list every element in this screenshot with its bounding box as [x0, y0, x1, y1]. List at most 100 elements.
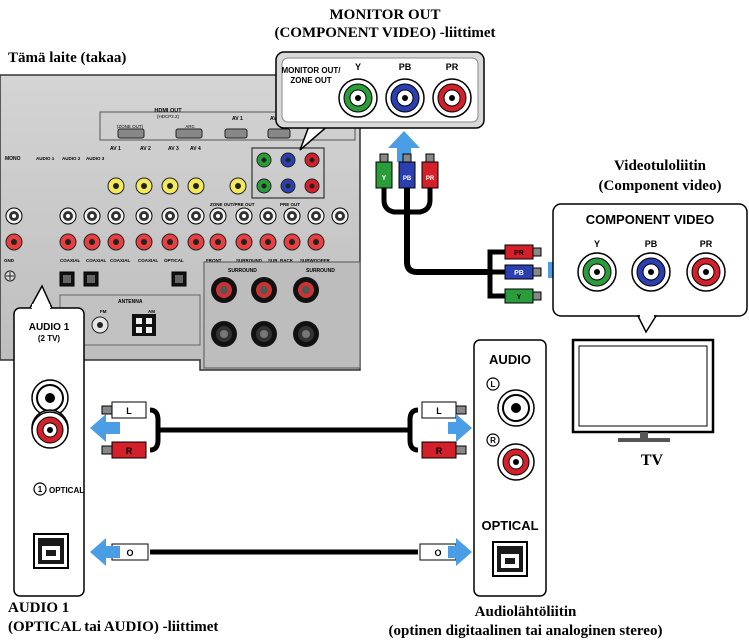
audio1-optical-port[interactable]: [33, 533, 69, 569]
audio-right-jacks-row: [5, 233, 325, 251]
hdmi-port-1[interactable]: [175, 128, 203, 139]
monitor-in-arrow: [388, 131, 420, 162]
composite-jacks-row: [107, 177, 247, 195]
tv-pr-label: PR: [700, 239, 713, 249]
receiver-back-panel: HDMI OUT (HDCP2.2) (ZONE OUT) ARC AV 1 A…: [0, 74, 361, 371]
back-component-jacks: [256, 152, 320, 194]
tv-optical-port[interactable]: [492, 541, 528, 577]
arc-label: ARC: [185, 124, 195, 129]
left-channel-circle: [486, 377, 500, 391]
av2-label: AV 2: [140, 146, 151, 152]
hdmi-port-2[interactable]: [117, 128, 145, 139]
tv-y-label: Y: [594, 239, 600, 249]
plug-pr-label: PR: [514, 250, 524, 257]
hdmi-out-label: HDMI OUT: [154, 108, 182, 114]
coaxial-label-3: COAXIAL: [110, 258, 131, 263]
audio1-red-jack[interactable]: [31, 411, 69, 449]
cable-left-plug-l-label: L: [126, 406, 132, 416]
mono-label: MONO: [5, 156, 21, 162]
arrow-audio-to-receiver: [90, 414, 120, 442]
cable-optical-right-label: O: [434, 548, 441, 558]
am-label: AM: [148, 309, 155, 314]
monitor-out-caption: MONITOR OUT (COMPONENT VIDEO) -liittimet: [250, 6, 520, 42]
hdmi-port-av1[interactable]: [224, 128, 248, 139]
audio3-back-label: AUDIO 3: [86, 156, 105, 161]
cable-right-plug-l-label: L: [436, 406, 442, 416]
tv-audio-left-label: L: [491, 380, 496, 389]
audio1-zoom-subtitle: (2 TV): [38, 334, 61, 343]
plug-y-label: Y: [517, 294, 522, 301]
tv-caption: TV: [640, 452, 664, 469]
audio1-back-label: AUDIO 1: [36, 156, 55, 161]
monitor-pr-jack[interactable]: [432, 78, 472, 118]
optical-back-label: OPTICAL: [164, 258, 184, 263]
plug-pb: PB: [504, 264, 542, 280]
am-terminal[interactable]: [132, 314, 156, 336]
audio2-back-label: AUDIO 2: [62, 156, 81, 161]
cable-optical-left-label: O: [126, 548, 133, 558]
back-component-highlight: [251, 147, 325, 199]
audio1-zoom-panel: AUDIO 1 (2 TV) 1 OPTICAL: [13, 284, 85, 597]
analog-audio-cable: L R L R: [101, 401, 467, 459]
zone-out-hdmi-label: (ZONE OUT): [117, 124, 144, 129]
video-in-caption-line2: (Component video): [598, 178, 722, 194]
sur-back-label: SUR. BACK: [268, 258, 294, 263]
monitor-pr-label: PR: [446, 62, 459, 72]
monitor-y-label: Y: [355, 62, 361, 72]
hdmi-port-av3[interactable]: [267, 128, 291, 139]
tv-component-title: COMPONENT VIDEO: [586, 212, 715, 227]
audio-out-caption: Audiolähtöliitin (optinen digitaalinen t…: [328, 603, 723, 641]
tv-audio-label: AUDIO: [489, 352, 531, 367]
optical-cable: O O: [101, 543, 467, 561]
tv-y-jack[interactable]: [577, 252, 617, 292]
hdcp-label: (HDCP2.2): [157, 114, 180, 119]
audio1-left-jack[interactable]: [31, 379, 69, 417]
tv-audio-left-jack[interactable]: [497, 389, 535, 427]
tv-pb-jack[interactable]: [631, 252, 671, 292]
surround-spk-label: SURROUND: [228, 268, 257, 274]
monitor-out-zoom: MONITOR OUT/ ZONE OUT Y PB PR: [275, 51, 485, 151]
tv-icon: [571, 338, 715, 442]
monitor-zoom-title-2: ZONE OUT: [290, 76, 331, 85]
audio1-caption-line2: (OPTICAL tai AUDIO) -liittimet: [8, 619, 219, 635]
av3-label: AV 3: [168, 146, 179, 152]
monitor-pb-jack[interactable]: [385, 78, 425, 118]
coaxial-label-1: COAXIAL: [60, 258, 81, 263]
component-cable: Y PB PR PR PB Y: [375, 153, 542, 304]
arrow-audio-from-tv: [448, 414, 472, 442]
audio1-optical-label: OPTICAL: [49, 486, 84, 495]
plug-top-pb-label: PB: [403, 176, 412, 182]
coaxial-label-4: COAXIAL: [138, 258, 159, 263]
tv-pr-jack[interactable]: [686, 252, 726, 292]
right-channel-circle: [486, 433, 500, 447]
tv-audio-right-label: R: [490, 436, 496, 445]
plug-pb-label: PB: [514, 270, 524, 277]
av1-label: AV 1: [110, 146, 121, 152]
cable-right-plug-r-label: R: [436, 446, 443, 456]
monitor-out-caption-line1: MONITOR OUT: [329, 7, 441, 23]
front-label: FRONT: [206, 258, 222, 263]
tv-audio-right-jack[interactable]: [497, 443, 535, 481]
antenna-label: ANTENNA: [118, 299, 143, 305]
surround-spk-label-2: SURROUND: [306, 268, 335, 274]
coaxial-label-2: COAXIAL: [86, 258, 107, 263]
speaker-terminals: [211, 277, 319, 347]
av4-label: AV 4: [190, 146, 201, 152]
av1-hdmi-label: AV 1: [232, 116, 243, 122]
plug-top-pr-label: PR: [426, 176, 435, 182]
audio1-caption-line1: AUDIO 1: [8, 600, 70, 616]
tv-optical-label: OPTICAL: [481, 518, 538, 533]
plug-y: Y: [504, 288, 542, 304]
video-in-caption-line1: Videotuloliitin: [614, 158, 706, 174]
arrow-optical-to-receiver: [90, 538, 120, 566]
audio1-caption: AUDIO 1 (OPTICAL tai AUDIO) -liittimet: [8, 599, 218, 637]
optical-number: 1: [38, 485, 43, 494]
pre-out-label: PRE OUT: [280, 202, 300, 207]
fm-label: FM: [100, 309, 107, 314]
zone-out-pre-label: ZONE OUT/PRE OUT: [210, 202, 255, 207]
monitor-y-jack[interactable]: [338, 78, 378, 118]
plug-top-y-label: Y: [382, 175, 387, 182]
tv-pb-label: PB: [645, 239, 658, 249]
gnd-label: GND: [4, 258, 15, 263]
